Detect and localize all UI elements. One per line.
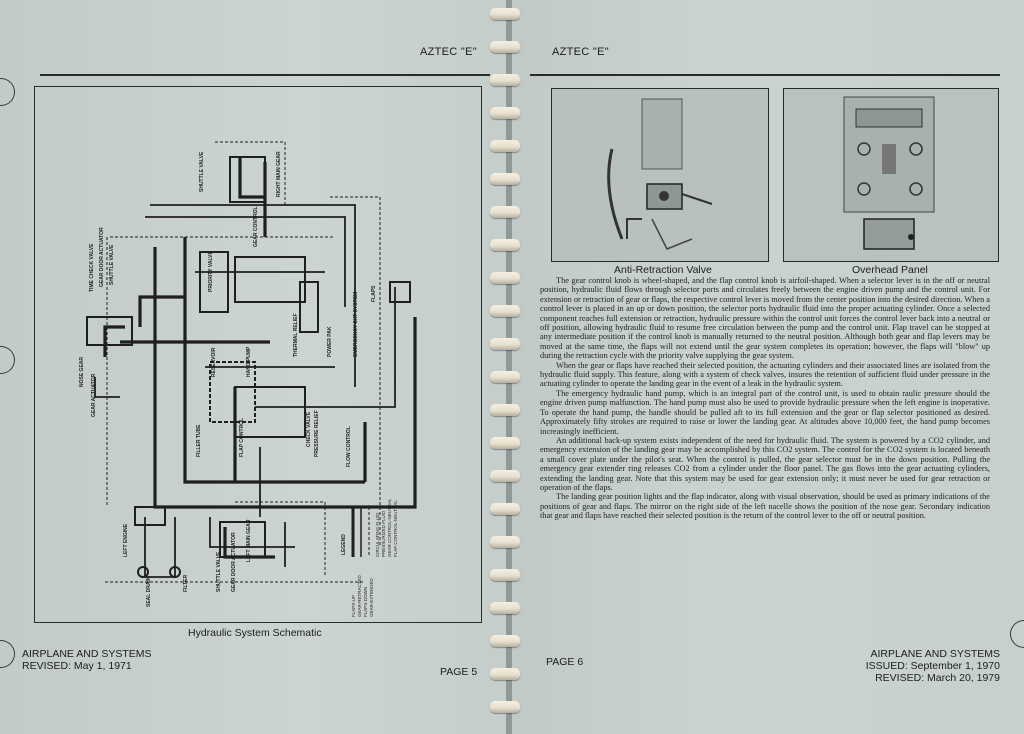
- spiral-coil: [490, 272, 520, 284]
- legend-item: FLAP CONTROL-NEUTRAL: [393, 500, 398, 557]
- spiral-coil: [490, 239, 520, 251]
- legend-item: PRESSURIZED FLUID: [381, 510, 386, 557]
- spiral-coil: [490, 503, 520, 515]
- right-page-header: AZTEC "E": [552, 46, 609, 58]
- anti-retraction-valve-photo: [551, 88, 769, 262]
- label-shuttle-valve: SHUTTLE VALVE: [109, 244, 115, 285]
- label-filler-tube: FILLER TUBE: [196, 424, 202, 457]
- right-page-number: PAGE 6: [546, 656, 584, 668]
- spiral-coil: [490, 602, 520, 614]
- label-emergency-extension: EMERGENCY EXT SYSTEM: [353, 292, 359, 357]
- legend-item: GEAR-RETRACTED: [357, 574, 362, 617]
- label-nose-gear: NOSE GEAR: [79, 357, 85, 387]
- anti-retraction-valve-caption: Anti-Retraction Valve: [614, 264, 712, 276]
- left-page-number: PAGE 5: [440, 666, 478, 678]
- label-reservoir: RESERVOIR: [211, 347, 217, 377]
- spiral-coil: [490, 74, 520, 86]
- overhead-panel-caption: Overhead Panel: [852, 264, 928, 276]
- spiral-coil: [490, 41, 520, 53]
- spiral-coil: [490, 206, 520, 218]
- overhead-panel-photo: [783, 88, 999, 262]
- label-shuttle-valve-bottom: SHUTTLE VALVE: [216, 551, 222, 592]
- spiral-coil: [490, 668, 520, 680]
- spiral-coil: [490, 371, 520, 383]
- paragraph: The gear control knob is wheel-shaped, a…: [540, 276, 990, 361]
- label-flaps: FLAPS: [371, 285, 377, 302]
- legend-item: GEAR-EXTENDED: [369, 577, 374, 617]
- label-seal-drain: SEAL DRAIN: [146, 576, 152, 607]
- spiral-coil: [490, 305, 520, 317]
- label-power-pak: POWER PAK: [327, 326, 333, 357]
- right-footer-revised: REVISED: March 20, 1979: [875, 672, 1000, 684]
- label-pressure-relief: PRESSURE RELIEF: [314, 410, 320, 457]
- right-footer-issued: ISSUED: September 1, 1970: [865, 660, 1000, 672]
- spiral-coil: [490, 635, 520, 647]
- binder-hole: [0, 640, 15, 668]
- left-page-header: AZTEC "E": [420, 46, 477, 58]
- spiral-coil: [490, 107, 520, 119]
- binder-hole: [0, 346, 15, 374]
- spiral-coil: [490, 338, 520, 350]
- right-footer: AIRPLANE AND SYSTEMS ISSUED: September 1…: [820, 648, 1000, 684]
- left-footer: AIRPLANE AND SYSTEMS REVISED: May 1, 197…: [22, 648, 152, 672]
- schematic-caption: Hydraulic System Schematic: [188, 627, 322, 639]
- right-footer-title: AIRPLANE AND SYSTEMS: [870, 648, 1000, 660]
- schematic-frame: NOSE GEAR TIME CHECK VALVE GEAR DOOR ACT…: [34, 86, 482, 623]
- spiral-coil: [490, 470, 520, 482]
- paragraph: The emergency hydraulic hand pump, which…: [540, 388, 990, 436]
- left-footer-revised: REVISED: May 1, 1971: [22, 660, 132, 672]
- legend-item: FLAPS-UP: [351, 595, 356, 617]
- spiral-coil: [490, 8, 520, 20]
- spiral-coil: [490, 536, 520, 548]
- left-footer-title: AIRPLANE AND SYSTEMS: [22, 648, 152, 660]
- legend-item: GEAR CONTROL-NEUTRAL: [387, 498, 392, 557]
- spiral-coil: [490, 701, 520, 713]
- label-thermal-relief: THERMAL RELIEF: [293, 313, 299, 357]
- paragraph: When the gear or flaps have reached thei…: [540, 360, 990, 389]
- header-rule: [40, 74, 490, 76]
- spiral-coil: [490, 569, 520, 581]
- panel-photo-drawing: [784, 89, 998, 261]
- binder-hole: [0, 78, 15, 106]
- label-left-main-gear: LEFT MAIN GEAR: [246, 519, 252, 562]
- label-left-engine: LEFT ENGINE: [123, 523, 129, 557]
- legend-item: FLAPS-DOWN: [363, 587, 368, 617]
- schematic-legend: FLAPS-UP GEAR-RETRACTED FLAPS-DOWN GEAR-…: [351, 498, 398, 617]
- label-flow-control: FLOW CONTROL: [346, 426, 352, 467]
- label-check-valve: CHECK VALVE: [306, 411, 312, 447]
- label-gear-door-actuator-bottom: GEAR DOOR ACTUATOR: [231, 532, 237, 592]
- hydraulic-schematic: NOSE GEAR TIME CHECK VALVE GEAR DOOR ACT…: [79, 141, 417, 617]
- valve-photo-drawing: [552, 89, 768, 261]
- spiral-coil: [490, 140, 520, 152]
- label-filter: FILTER: [183, 574, 189, 592]
- label-hand-pump: HAND PUMP: [246, 346, 252, 377]
- legend-item: CIRCULATING FLUID: [375, 512, 380, 557]
- spiral-coil: [490, 404, 520, 416]
- label-gear-actuator: GEAR ACTUATOR: [91, 373, 97, 417]
- spiral-coil: [490, 437, 520, 449]
- label-time-check-valve: TIME CHECK VALVE: [89, 243, 95, 292]
- label-right-main-gear: RIGHT MAIN GEAR: [276, 151, 282, 197]
- label-shuttle-valve-top: SHUTTLE VALVE: [199, 151, 205, 192]
- label-priority-valve: PRIORITY VALVE: [208, 250, 214, 292]
- label-legend: LEGEND: [341, 534, 347, 555]
- spiral-coil: [490, 173, 520, 185]
- spiral-binding: [488, 0, 522, 734]
- header-rule: [530, 74, 1000, 76]
- left-page: AZTEC "E": [0, 0, 506, 734]
- body-text: The gear control knob is wheel-shaped, a…: [540, 276, 990, 521]
- label-gear-door-actuator: GEAR DOOR ACTUATOR: [99, 227, 105, 287]
- label-gear-control: GEAR CONTROL: [253, 206, 259, 247]
- paragraph: An additional back-up system exists inde…: [540, 435, 990, 492]
- label-flap-control: FLAP CONTROL: [239, 418, 245, 457]
- paragraph: The landing gear position lights and the…: [540, 492, 990, 521]
